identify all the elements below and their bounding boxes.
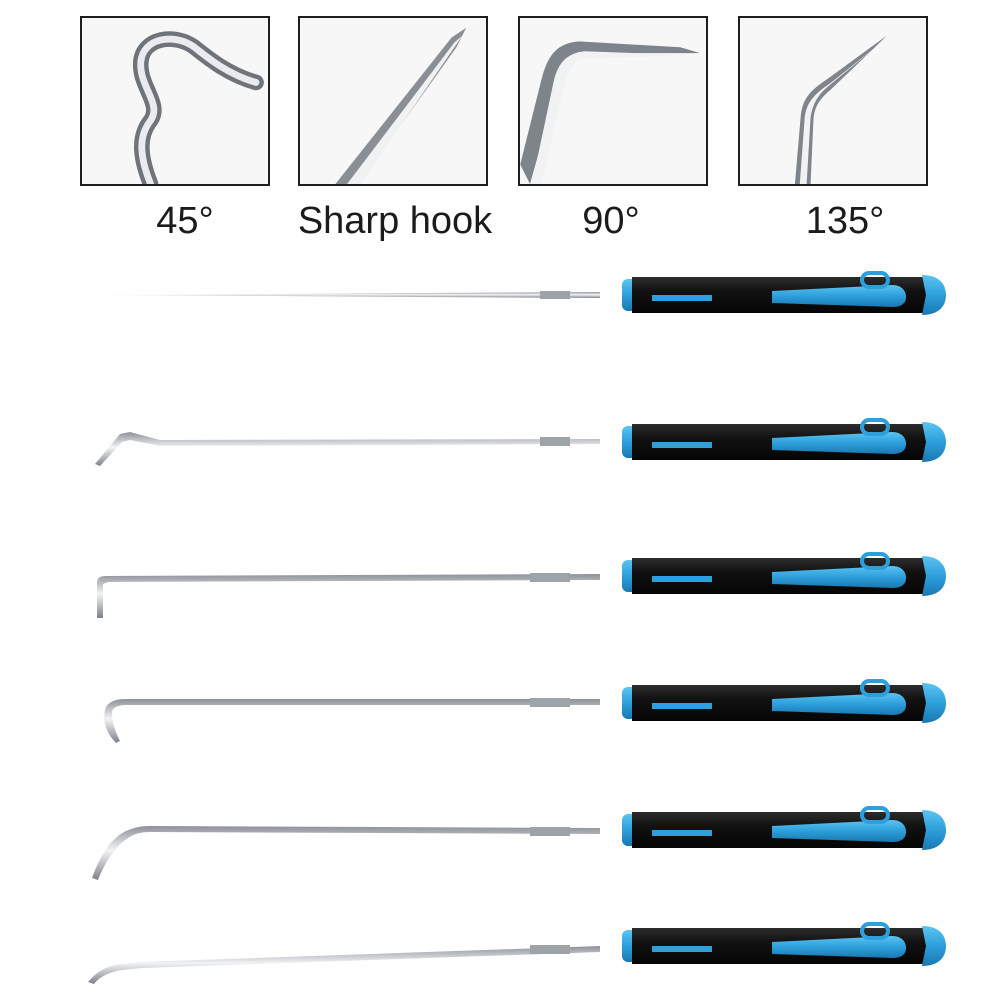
angled-hook-icon xyxy=(95,418,946,466)
panel-90-degree xyxy=(518,16,708,186)
caption-90: 90° xyxy=(582,200,640,242)
90-degree-hook-icon xyxy=(97,552,946,618)
angled-hook-icon xyxy=(88,922,946,984)
hook-45-icon xyxy=(133,31,264,184)
sharp-hook-icon xyxy=(335,27,467,184)
45-degree-hook-icon xyxy=(92,806,946,880)
tool-straight-pick xyxy=(0,255,1000,335)
handle xyxy=(622,271,946,315)
handle xyxy=(622,679,946,723)
handle xyxy=(622,552,946,596)
hook-135-icon xyxy=(794,35,887,184)
full-hook-icon xyxy=(104,679,946,743)
panel-sharp-hook xyxy=(298,16,488,186)
caption-sharp-hook: Sharp hook xyxy=(297,200,493,242)
hook-90-icon xyxy=(520,41,700,184)
tool-90-degree-hook xyxy=(0,538,1000,618)
caption-135: 135° xyxy=(805,200,885,242)
handle xyxy=(622,418,946,462)
tool-45-degree-hook xyxy=(0,790,1000,880)
caption-45: 45° xyxy=(156,200,214,242)
tool-long-angled-hook xyxy=(0,910,1000,990)
handle xyxy=(622,922,946,966)
tool-full-hook xyxy=(0,665,1000,745)
straight-pick-icon xyxy=(98,271,946,315)
tool-angled-hook xyxy=(0,400,1000,480)
panel-135-degree xyxy=(738,16,928,186)
handle xyxy=(622,806,946,850)
panel-45-degree xyxy=(80,16,270,186)
